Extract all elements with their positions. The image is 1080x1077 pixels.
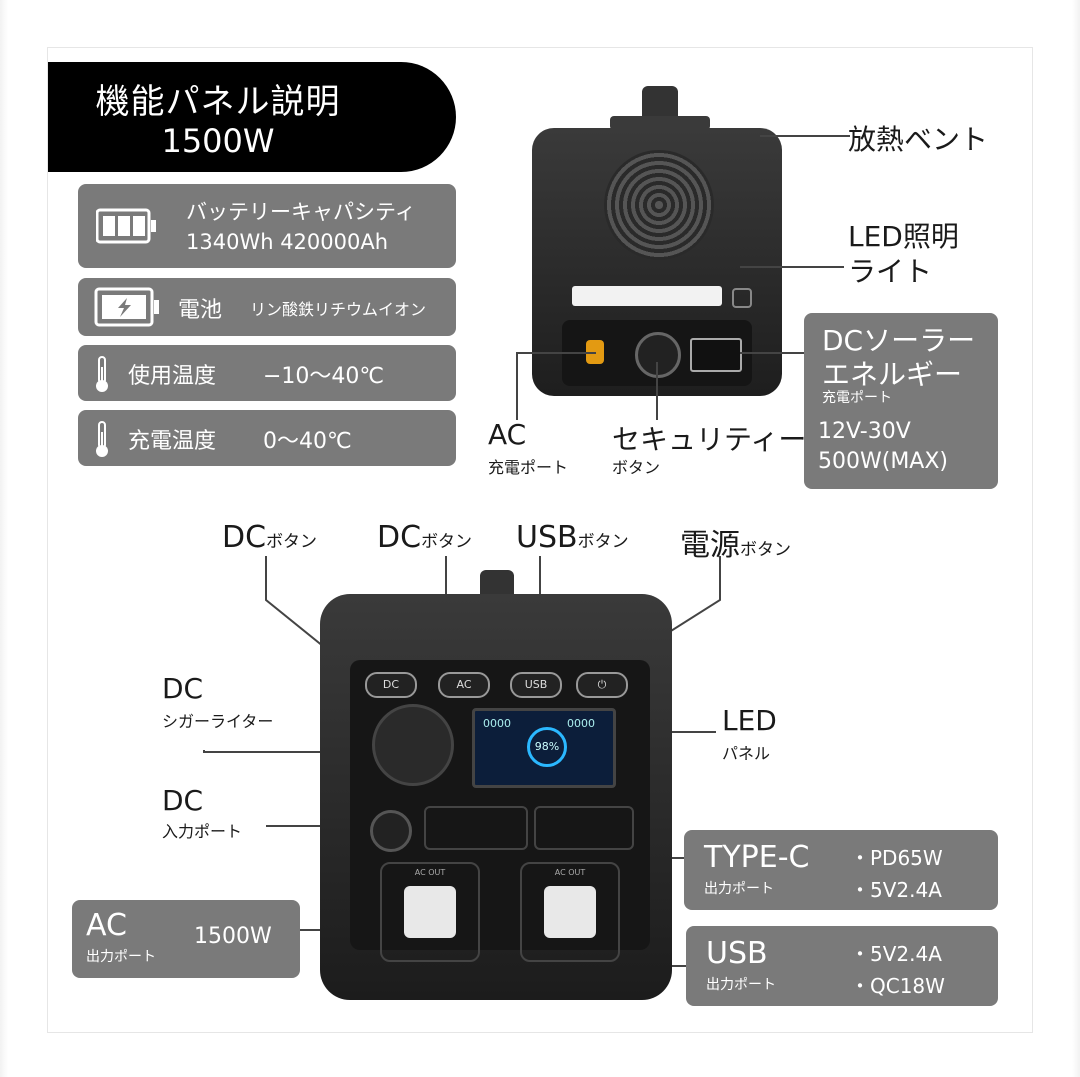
usb-button-callout: USBボタン — [516, 520, 629, 555]
typec-spec-2: ・5V2.4A — [850, 878, 942, 902]
led-light-button — [732, 288, 752, 308]
usb-box: USB 出力ポート ・5V2.4A ・QC18W — [686, 926, 998, 1006]
battery-value: 1340Wh 420000Ah — [186, 230, 389, 254]
device-power-button: ⏻ — [576, 672, 628, 698]
led-light-bar — [572, 286, 722, 306]
security-callout: セキュリティー — [612, 423, 807, 456]
title-main: 機能パネル説明 — [95, 82, 341, 122]
use-temp-value: −10〜40℃ — [263, 364, 385, 389]
charging-battery-icon — [94, 287, 159, 327]
ac-out-box: AC 出力ポート 1500W — [72, 900, 300, 978]
ac-in-callout: AC — [488, 418, 527, 451]
typec-spec-1: ・PD65W — [850, 846, 943, 870]
dc-solar-box: DCソーラー エネルギー 充電ポート 12V-30V 500W(MAX) — [804, 313, 998, 489]
device-ac-button: AC — [438, 672, 490, 698]
dc-solar-title-2: エネルギー — [822, 358, 963, 391]
thermometer-icon — [96, 356, 108, 392]
security-button — [635, 332, 681, 378]
ac-out-title: AC — [86, 908, 127, 943]
cell-value: リン酸鉄リチウムイオン — [250, 300, 427, 319]
spec-cell: 電池 リン酸鉄リチウムイオン — [78, 278, 456, 336]
cigar-socket — [372, 704, 454, 786]
usb-sub: 出力ポート — [706, 977, 776, 993]
left-edge — [0, 0, 8, 1077]
battery-label: バッテリーキャパシティ — [186, 200, 416, 224]
spec-battery: バッテリーキャパシティ 1340Wh 420000Ah — [78, 184, 456, 268]
charge-temp-value: 0〜40℃ — [263, 429, 352, 454]
device-dc-button: DC — [365, 672, 417, 698]
use-temp-label: 使用温度 — [128, 364, 217, 389]
right-edge — [1072, 0, 1080, 1077]
dc-solar-port — [690, 338, 742, 372]
led-light-callout-1: LED照明 — [848, 220, 959, 253]
led-panel-callout: LED — [722, 704, 777, 737]
cell-label: 電池 — [178, 298, 223, 323]
dc-button-callout-2: DCボタン — [377, 520, 473, 555]
charge-temp-label: 充電温度 — [128, 429, 217, 454]
spec-charge-temp: 充電温度 0〜40℃ — [78, 410, 456, 466]
rear-device-image — [532, 80, 782, 400]
dc-in-callout: DC — [162, 784, 204, 817]
dc-button-callout-1: DCボタン — [222, 520, 318, 555]
cigar-callout: DC — [162, 672, 204, 705]
thermometer-icon — [96, 421, 108, 457]
dc-solar-title-1: DCソーラー — [822, 324, 976, 357]
title-sub: 1500W — [161, 122, 275, 160]
battery-icon — [96, 208, 156, 244]
dc-solar-voltage: 12V-30V — [818, 419, 911, 444]
ac-out-sub: 出力ポート — [86, 949, 156, 965]
typec-sub: 出力ポート — [704, 881, 774, 897]
ac-out-watt: 1500W — [194, 924, 272, 949]
typec-port-group — [534, 806, 634, 850]
usb-spec-1: ・5V2.4A — [850, 942, 942, 966]
dc-in-sub: 入力ポート — [162, 822, 243, 841]
dc-solar-sub: 充電ポート — [822, 390, 892, 406]
dc-input-port — [370, 810, 412, 852]
power-button-callout: 電源ボタン — [680, 528, 791, 563]
vent-fan — [604, 150, 714, 260]
usb-title: USB — [706, 936, 768, 971]
usb-port-group — [424, 806, 528, 850]
usb-spec-2: ・QC18W — [850, 974, 945, 998]
device-usb-button: USB — [510, 672, 562, 698]
display-left-value: 0000 — [483, 717, 511, 730]
led-display: 0000 0000 98% — [472, 708, 616, 788]
typec-title: TYPE-C — [704, 840, 810, 875]
display-percent: 98% — [527, 727, 567, 767]
spec-use-temp: 使用温度 −10〜40℃ — [78, 345, 456, 401]
led-panel-sub: パネル — [722, 744, 771, 763]
cigar-sub: シガーライター — [162, 712, 274, 731]
title-banner: 機能パネル説明 1500W — [48, 62, 456, 172]
dc-solar-watt: 500W(MAX) — [818, 449, 949, 474]
ac-outlet-1: AC OUT — [380, 862, 480, 962]
security-sub: ボタン — [612, 458, 661, 477]
vent-callout: 放熱ベント — [848, 123, 989, 156]
typec-box: TYPE-C 出力ポート ・PD65W ・5V2.4A — [684, 830, 998, 910]
led-light-callout-2: ライト — [848, 255, 933, 288]
ac-in-sub: 充電ポート — [488, 458, 569, 477]
display-right-value: 0000 — [567, 717, 595, 730]
ac-outlet-2: AC OUT — [520, 862, 620, 962]
front-device-image: DC AC USB ⏻ 0000 0000 98% AC OUT AC OUT — [320, 570, 672, 1000]
